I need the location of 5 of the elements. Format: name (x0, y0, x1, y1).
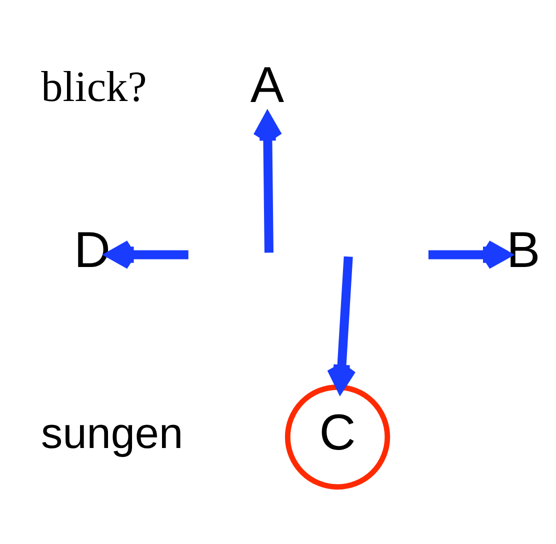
label: blick? (41, 62, 147, 111)
node-text: B (506, 221, 540, 278)
node-text: A (250, 56, 284, 114)
label: sungen (41, 410, 184, 458)
node-text: D (74, 221, 110, 278)
